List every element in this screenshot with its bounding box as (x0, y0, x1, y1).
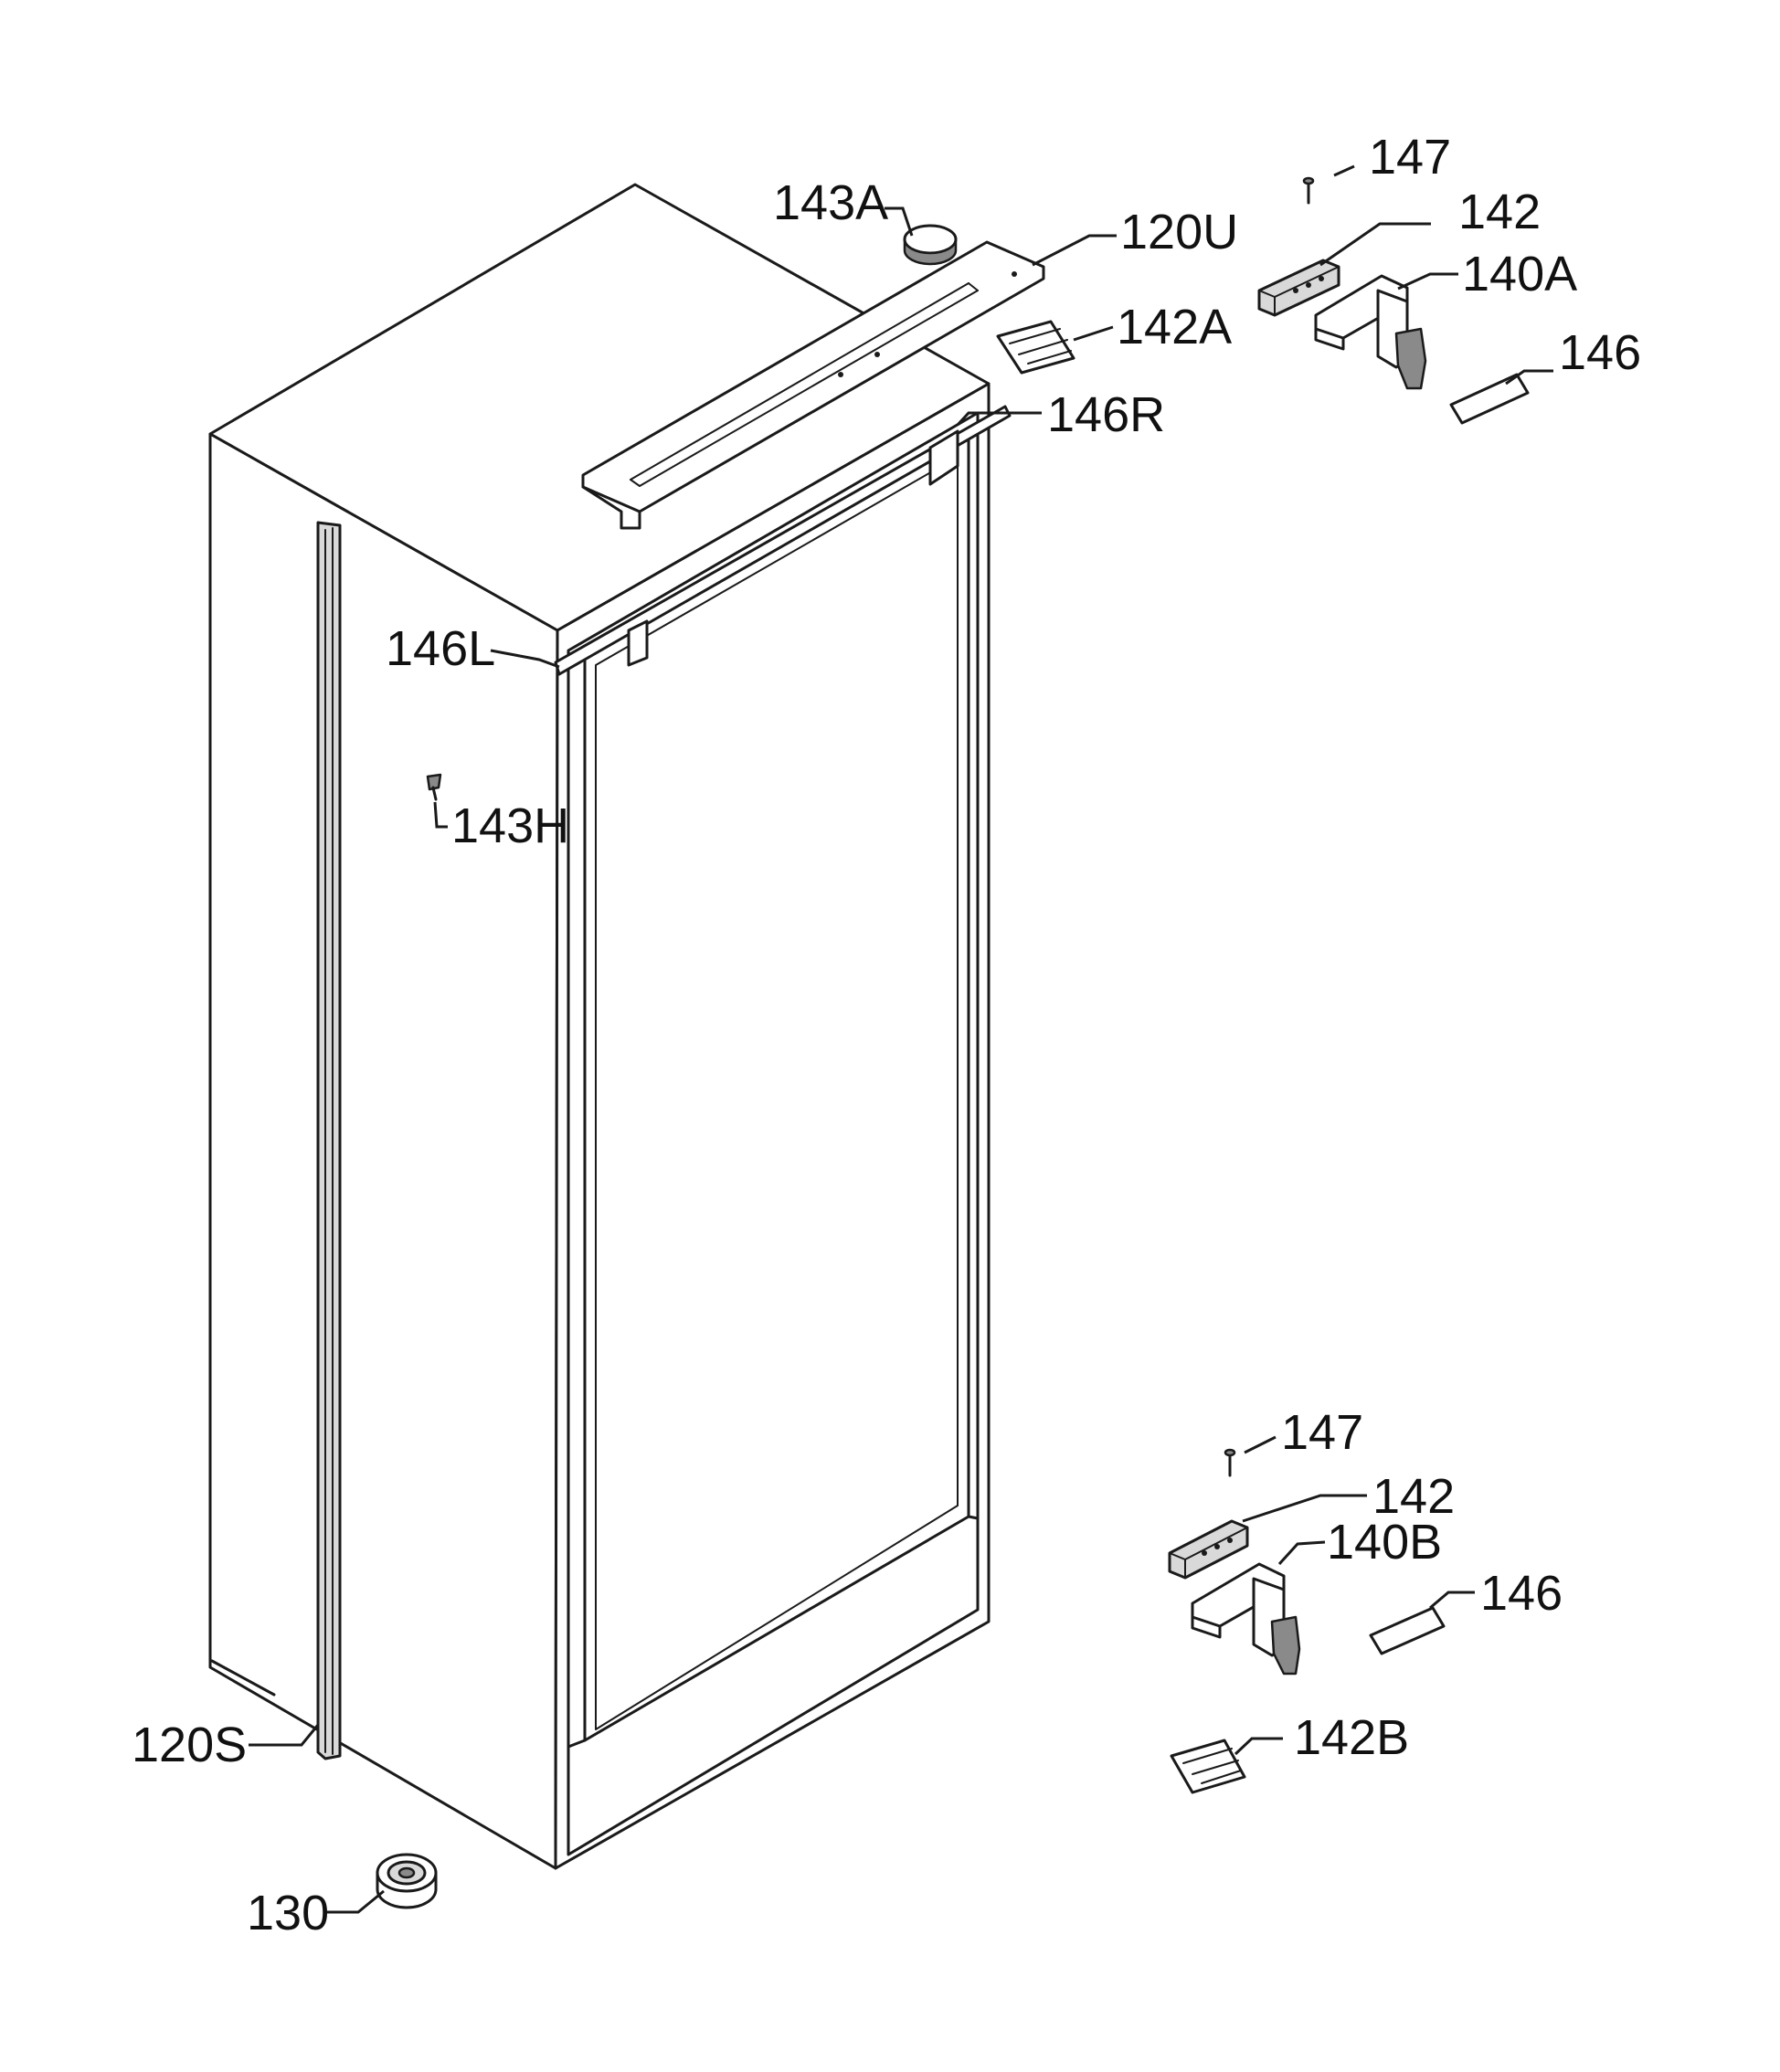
label-146r: 146R (1047, 387, 1165, 442)
label-147-top: 147 (1369, 130, 1451, 185)
label-146-bottom: 146 (1480, 1566, 1563, 1621)
hinge-group-bottom (1168, 1448, 1446, 1794)
leader-lines (249, 164, 1553, 1914)
label-143a: 143A (773, 175, 888, 230)
label-147-bottom: 147 (1281, 1405, 1363, 1460)
side-seal-strip-120s (316, 521, 342, 1760)
plate-142a (996, 320, 1075, 375)
label-146l: 146L (386, 621, 495, 676)
label-130: 130 (247, 1886, 329, 1940)
cap-143a (903, 224, 958, 266)
label-120s: 120S (132, 1718, 247, 1772)
label-142-top: 142 (1458, 185, 1541, 239)
cover-strip-146r (928, 429, 959, 486)
label-143h: 143H (451, 798, 569, 853)
cover-strip-146l (554, 405, 1012, 676)
label-142b: 142B (1294, 1710, 1409, 1765)
top-rail-120u (581, 240, 1045, 530)
label-140a: 140A (1462, 247, 1577, 301)
hinge-group-top (1257, 176, 1530, 425)
cabinet-body (208, 183, 991, 1870)
label-142-bottom: 142 (1372, 1469, 1455, 1524)
label-140b: 140B (1327, 1515, 1442, 1570)
label-146-top: 146 (1559, 325, 1641, 380)
part-labels: 143A 120U 142A 146R 146L 143H 120S 130 1… (132, 130, 1641, 1940)
label-120u: 120U (1120, 205, 1238, 259)
screw-143h (426, 773, 442, 801)
label-142a: 142A (1117, 300, 1232, 354)
foot-130 (376, 1853, 438, 1909)
